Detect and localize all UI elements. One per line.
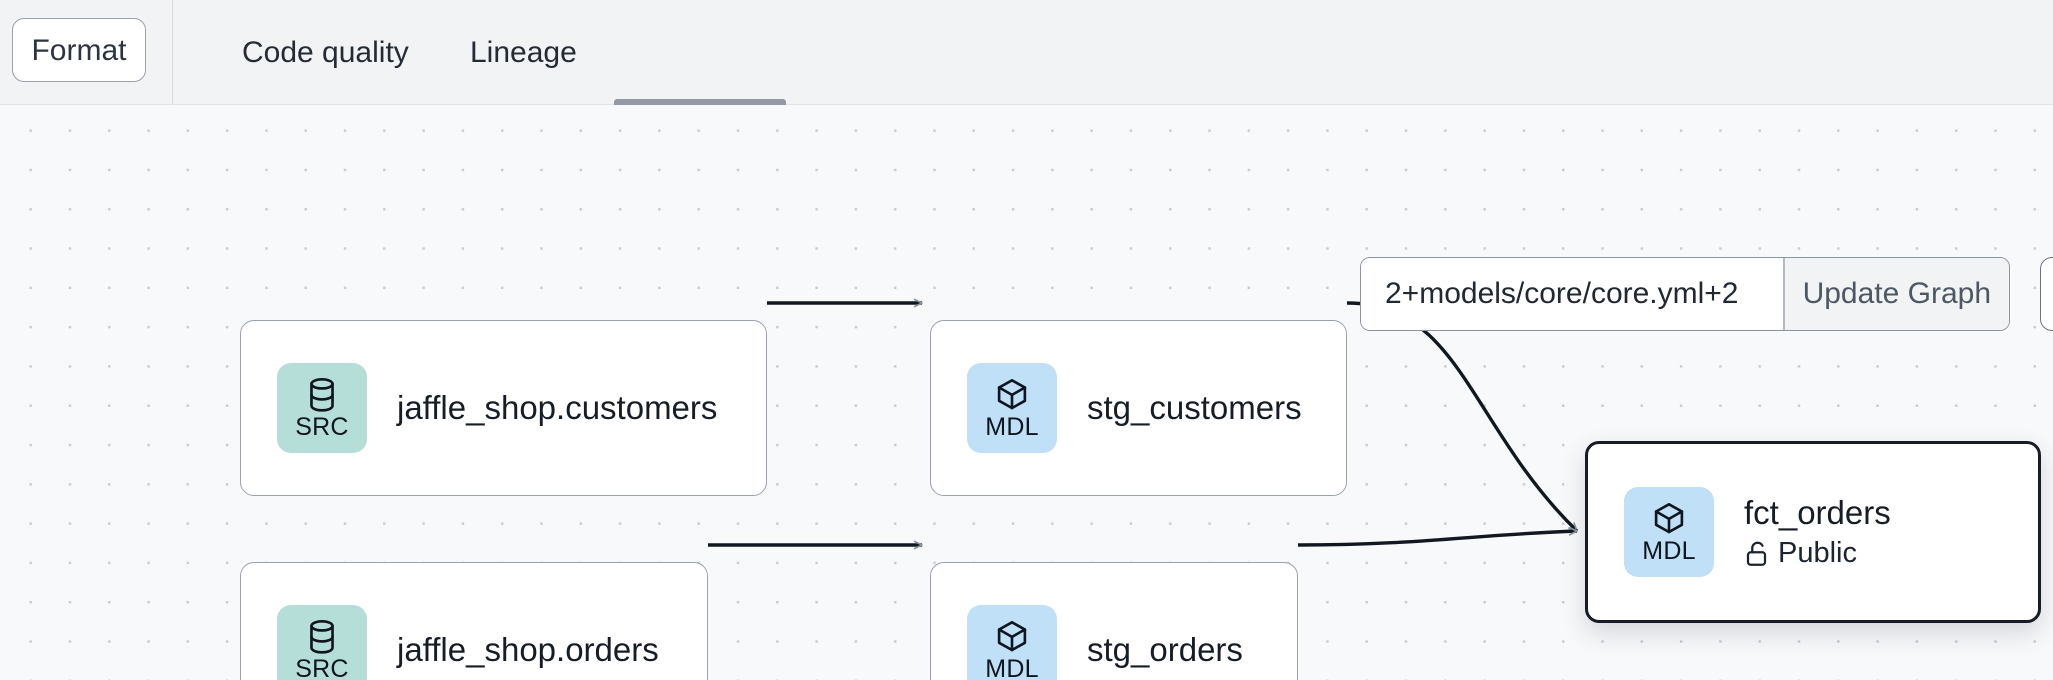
edge-stg-customers-to-fct-orders: [1346, 301, 1579, 533]
graph-selector-input[interactable]: [1361, 258, 1783, 330]
node-title: stg_customers: [1087, 389, 1302, 427]
lineage-node-fct-orders[interactable]: MDL fct_orders Public: [1585, 441, 2041, 623]
node-access-meta: Public: [1744, 537, 1891, 570]
cube-icon: [995, 619, 1029, 655]
node-badge-mdl: MDL: [967, 605, 1057, 680]
tab-code-quality[interactable]: Code quality: [242, 36, 409, 69]
node-badge-label: MDL: [985, 412, 1039, 441]
node-body: stg_orders: [1087, 631, 1243, 669]
node-title: fct_orders: [1744, 493, 1891, 531]
node-body: jaffle_shop.orders: [397, 631, 659, 669]
update-graph-button[interactable]: Update Graph: [1784, 258, 2009, 330]
database-icon: [305, 377, 339, 413]
node-badge-label: MDL: [1642, 536, 1696, 565]
node-title: jaffle_shop.customers: [397, 389, 718, 427]
node-badge-src: SRC: [277, 605, 367, 680]
node-title: stg_orders: [1087, 631, 1243, 669]
toolbar-divider: [172, 0, 173, 105]
node-body: jaffle_shop.customers: [397, 389, 717, 427]
lineage-node-jaffle-shop-customers[interactable]: SRC jaffle_shop.customers: [240, 320, 767, 496]
database-icon: [305, 619, 339, 655]
node-badge-label: SRC: [295, 412, 349, 441]
editor-toolbar: Format Code quality Lineage: [0, 0, 2053, 105]
lineage-node-jaffle-shop-orders[interactable]: SRC jaffle_shop.orders: [240, 562, 708, 680]
node-badge-mdl: MDL: [1624, 487, 1714, 577]
active-tab-indicator: [614, 99, 786, 105]
tab-lineage[interactable]: Lineage: [470, 36, 577, 69]
node-badge-label: SRC: [295, 654, 349, 680]
cube-icon: [1652, 501, 1686, 537]
side-panel-edge[interactable]: [2040, 257, 2053, 331]
lineage-node-stg-customers[interactable]: MDL stg_customers: [930, 320, 1347, 496]
unlock-icon: [1744, 540, 1769, 568]
cube-icon: [995, 377, 1029, 413]
graph-selector-bar: Update Graph: [1360, 257, 2010, 331]
node-title: jaffle_shop.orders: [397, 631, 659, 669]
query-divider: [1783, 258, 1785, 330]
node-badge-label: MDL: [985, 654, 1039, 680]
lineage-node-stg-orders[interactable]: MDL stg_orders: [930, 562, 1298, 680]
lineage-canvas[interactable]: Update Graph SRC jaffle_shop.customers: [0, 105, 2053, 680]
node-body: stg_customers: [1087, 389, 1302, 427]
edge-stg-orders-to-fct-orders: [1297, 531, 1577, 547]
format-button[interactable]: Format: [12, 18, 146, 82]
node-access-label: Public: [1778, 537, 1857, 570]
node-badge-mdl: MDL: [967, 363, 1057, 453]
node-badge-src: SRC: [277, 363, 367, 453]
node-body: fct_orders Public: [1744, 494, 1891, 571]
